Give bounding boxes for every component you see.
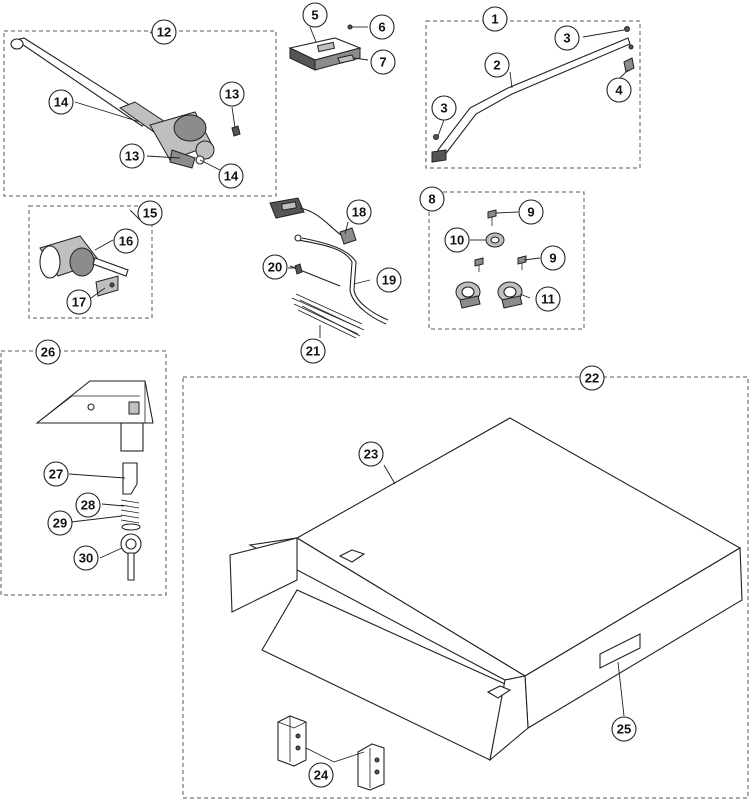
svg-text:15: 15 bbox=[143, 206, 157, 221]
svg-text:3: 3 bbox=[563, 31, 570, 46]
svg-text:11: 11 bbox=[541, 292, 555, 307]
callout-7: 7 bbox=[370, 49, 396, 75]
callout-4: 4 bbox=[606, 77, 632, 103]
shipping-box bbox=[229, 417, 743, 762]
svg-text:30: 30 bbox=[79, 551, 93, 566]
group-box-22 bbox=[182, 376, 749, 799]
callout-9b: 9 bbox=[540, 245, 566, 271]
callout-30: 30 bbox=[73, 545, 99, 571]
bracket-assembly bbox=[39, 235, 129, 297]
latch-assembly bbox=[35, 380, 154, 581]
svg-text:12: 12 bbox=[157, 25, 171, 40]
svg-text:23: 23 bbox=[364, 447, 378, 462]
callout-28: 28 bbox=[75, 492, 101, 518]
svg-text:25: 25 bbox=[617, 722, 631, 737]
callout-1: 1 bbox=[482, 6, 508, 32]
svg-text:17: 17 bbox=[72, 295, 86, 310]
svg-text:24: 24 bbox=[314, 768, 329, 783]
svg-text:14: 14 bbox=[54, 95, 69, 110]
callout-8: 8 bbox=[419, 186, 445, 212]
svg-text:22: 22 bbox=[585, 371, 599, 386]
callout-14b: 14 bbox=[218, 163, 244, 189]
svg-text:27: 27 bbox=[49, 467, 63, 482]
svg-text:2: 2 bbox=[493, 58, 500, 73]
svg-text:18: 18 bbox=[352, 205, 366, 220]
callout-9a: 9 bbox=[518, 199, 544, 225]
group-box-12 bbox=[3, 30, 277, 197]
control-box-assembly bbox=[288, 24, 362, 71]
svg-text:10: 10 bbox=[450, 233, 464, 248]
svg-text:28: 28 bbox=[81, 498, 95, 513]
actuator-assembly bbox=[10, 37, 241, 169]
callout-3a: 3 bbox=[554, 25, 580, 51]
callout-12: 12 bbox=[151, 19, 177, 45]
cable-assembly bbox=[269, 197, 389, 339]
support-bar-assembly bbox=[431, 26, 635, 163]
svg-text:6: 6 bbox=[378, 20, 385, 35]
callout-29: 29 bbox=[47, 510, 73, 536]
callout-13b: 13 bbox=[119, 143, 145, 169]
svg-text:13: 13 bbox=[125, 149, 139, 164]
svg-text:9: 9 bbox=[527, 205, 534, 220]
svg-text:4: 4 bbox=[615, 83, 623, 98]
svg-text:21: 21 bbox=[306, 344, 320, 359]
callout-5: 5 bbox=[302, 2, 328, 28]
callout-25: 25 bbox=[611, 716, 637, 742]
clamp-kit bbox=[455, 209, 527, 309]
callout-17: 17 bbox=[66, 289, 92, 315]
callout-3b: 3 bbox=[431, 95, 457, 121]
callout-11: 11 bbox=[535, 286, 561, 312]
svg-text:3: 3 bbox=[440, 101, 447, 116]
callout-15: 15 bbox=[137, 200, 163, 226]
group-box-1 bbox=[425, 20, 641, 169]
callout-16: 16 bbox=[113, 228, 139, 254]
svg-text:7: 7 bbox=[379, 55, 386, 70]
group-box-8 bbox=[428, 191, 585, 330]
group-box-15 bbox=[28, 205, 153, 319]
callout-18: 18 bbox=[346, 199, 372, 225]
callout-22: 22 bbox=[579, 365, 605, 391]
svg-text:1: 1 bbox=[491, 12, 498, 27]
svg-text:29: 29 bbox=[53, 516, 67, 531]
group-box-26 bbox=[0, 350, 167, 596]
svg-text:14: 14 bbox=[224, 169, 239, 184]
svg-text:19: 19 bbox=[382, 273, 396, 288]
svg-text:13: 13 bbox=[225, 87, 239, 102]
corner-brackets bbox=[277, 715, 385, 791]
callout-19: 19 bbox=[376, 267, 402, 293]
callout-13a: 13 bbox=[219, 81, 245, 107]
callout-21: 21 bbox=[300, 338, 326, 364]
callout-20: 20 bbox=[262, 254, 288, 280]
svg-text:20: 20 bbox=[268, 260, 282, 275]
callout-10: 10 bbox=[444, 227, 470, 253]
svg-text:26: 26 bbox=[41, 345, 55, 360]
callout-23: 23 bbox=[358, 441, 384, 467]
callout-26: 26 bbox=[35, 339, 61, 365]
callout-6: 6 bbox=[369, 14, 395, 40]
callout-27: 27 bbox=[43, 461, 69, 487]
svg-text:8: 8 bbox=[428, 192, 435, 207]
svg-text:9: 9 bbox=[549, 251, 556, 266]
svg-text:5: 5 bbox=[311, 8, 318, 23]
callout-24: 24 bbox=[308, 762, 334, 788]
svg-text:16: 16 bbox=[119, 234, 133, 249]
callout-14a: 14 bbox=[48, 89, 74, 115]
callout-2: 2 bbox=[484, 52, 510, 78]
